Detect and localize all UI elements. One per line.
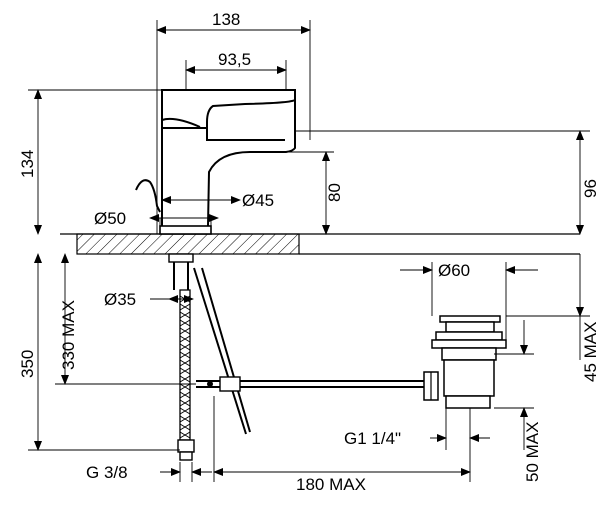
dim-96: 96: [581, 179, 600, 198]
faucet-body: [135, 89, 296, 235]
dim-80: 80: [325, 183, 344, 202]
dim-180-max: 180 MAX: [296, 475, 366, 494]
dim-50-max: 50 MAX: [523, 422, 542, 482]
dim-thread-g3-8: G 3/8: [86, 463, 128, 482]
dim-thread-g1-1-4: G1 1/4": [344, 429, 401, 448]
dim-hole-dia-35: Ø35: [104, 290, 136, 309]
dim-93-5: 93,5: [218, 50, 251, 69]
under-counter-assembly: [168, 253, 428, 461]
dim-base-dia-50: Ø50: [94, 209, 126, 228]
countertop: [60, 233, 580, 255]
dim-134: 134: [18, 150, 37, 178]
dim-body-dia-45: Ø45: [242, 191, 274, 210]
drain-assembly: [423, 315, 507, 409]
dim-330-max: 330 MAX: [59, 300, 78, 370]
dimension-lines: [28, 20, 590, 482]
dim-138: 138: [212, 10, 240, 29]
dim-45-max: 45 MAX: [581, 322, 600, 382]
dim-350: 350: [18, 350, 37, 378]
dim-drain-dia-60: Ø60: [438, 261, 470, 280]
dimension-labels: 138 93,5 134 80 96 Ø50 Ø45 Ø35 350 330 M…: [18, 10, 600, 494]
